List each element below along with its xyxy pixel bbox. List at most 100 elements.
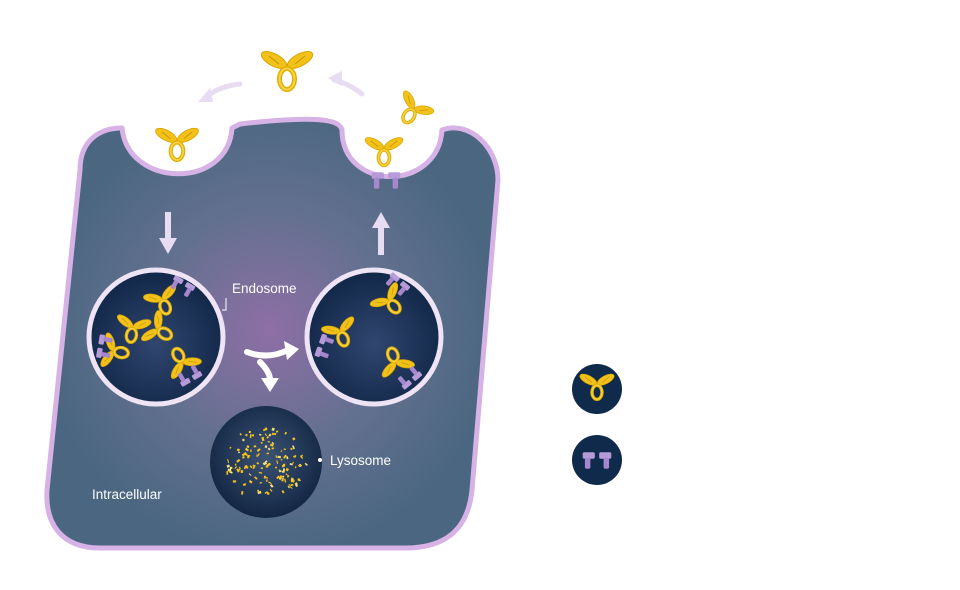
fragment — [265, 479, 268, 483]
fragment — [287, 474, 290, 478]
fragment — [277, 455, 282, 459]
fragment — [248, 473, 252, 476]
fragment — [242, 483, 247, 486]
antibody-right-pit — [361, 133, 407, 168]
lysosome-leader-dot — [318, 458, 322, 462]
fragment — [260, 467, 264, 470]
fragment — [226, 464, 231, 468]
fragment — [248, 479, 253, 484]
fragment — [287, 486, 290, 489]
fragment — [281, 464, 285, 468]
fragment — [261, 436, 265, 442]
fragment — [284, 478, 287, 483]
fragment — [264, 491, 269, 495]
fragment — [282, 468, 285, 472]
fragment — [290, 483, 294, 487]
fragment — [238, 451, 241, 454]
fragment — [245, 447, 248, 450]
fragment — [265, 463, 269, 469]
fragment — [304, 462, 308, 466]
fragment — [267, 440, 271, 443]
fragment — [266, 452, 269, 455]
fragment — [290, 479, 295, 483]
antibody-top — [259, 48, 315, 89]
fragment — [260, 441, 263, 444]
fragment — [269, 488, 273, 492]
endosome-right — [304, 267, 444, 407]
fragment — [238, 466, 241, 470]
fragment — [297, 463, 302, 468]
fragment — [280, 450, 283, 453]
fragment — [292, 461, 294, 465]
degraded-fragments — [226, 427, 308, 495]
fragment — [299, 455, 304, 460]
fragment — [294, 466, 297, 469]
endosome-label: Endosome — [232, 281, 297, 296]
arrow-to-recycling — [244, 347, 291, 359]
fragment — [267, 447, 271, 451]
fragment — [292, 437, 296, 441]
arrow-outside-left-head — [198, 88, 213, 102]
lysosome-label: Lysosome — [330, 453, 391, 468]
fragment — [289, 463, 293, 466]
fragment — [281, 490, 285, 494]
fragment — [276, 475, 280, 480]
arrow-up-head — [372, 212, 390, 228]
endosome-left — [86, 267, 226, 407]
fragment — [244, 451, 248, 456]
fragment — [256, 448, 261, 452]
fragment — [256, 462, 260, 465]
fragment — [250, 449, 252, 453]
fragment — [226, 471, 229, 475]
fragment — [252, 434, 255, 437]
arrow-down-head — [159, 238, 177, 254]
fragment — [234, 465, 238, 470]
fragment — [240, 469, 244, 473]
fragment — [236, 458, 241, 463]
fragment — [256, 489, 261, 493]
fragment — [269, 443, 274, 447]
fragment — [249, 465, 253, 469]
fragment — [229, 446, 232, 449]
fragment — [283, 448, 286, 451]
fragment — [300, 454, 304, 458]
fragment — [274, 466, 278, 469]
fragment — [294, 455, 297, 458]
lysosome — [210, 406, 322, 518]
fragment — [268, 481, 272, 485]
fragment — [247, 454, 251, 459]
fragment — [229, 466, 233, 470]
fragment — [245, 433, 248, 437]
fragment — [239, 432, 242, 436]
fragment — [290, 447, 293, 450]
legend-antibody-circle — [572, 364, 622, 414]
fragment — [227, 468, 232, 472]
fragment — [292, 445, 295, 450]
fragment — [276, 430, 279, 433]
fragment — [241, 490, 244, 495]
fragment — [253, 445, 257, 448]
fragment — [286, 456, 289, 460]
fragment — [254, 476, 258, 480]
fragment — [269, 484, 274, 488]
fragment — [282, 475, 285, 478]
fragment — [265, 476, 269, 479]
fragment — [281, 477, 284, 482]
fragment — [273, 432, 277, 436]
fragment — [263, 475, 267, 479]
fragment — [285, 467, 290, 472]
fragment — [297, 478, 301, 481]
arrow-outside-right-head — [328, 71, 342, 86]
arrow-to-lysosome-head — [261, 378, 279, 392]
fragment — [244, 448, 249, 452]
fragment — [285, 473, 288, 476]
legend — [572, 364, 622, 485]
fragment — [266, 435, 269, 439]
fragment — [268, 433, 272, 437]
fragment — [227, 459, 230, 464]
fragment — [259, 481, 263, 484]
fragment — [271, 447, 275, 450]
fragment — [232, 480, 237, 483]
fragment — [283, 454, 287, 459]
